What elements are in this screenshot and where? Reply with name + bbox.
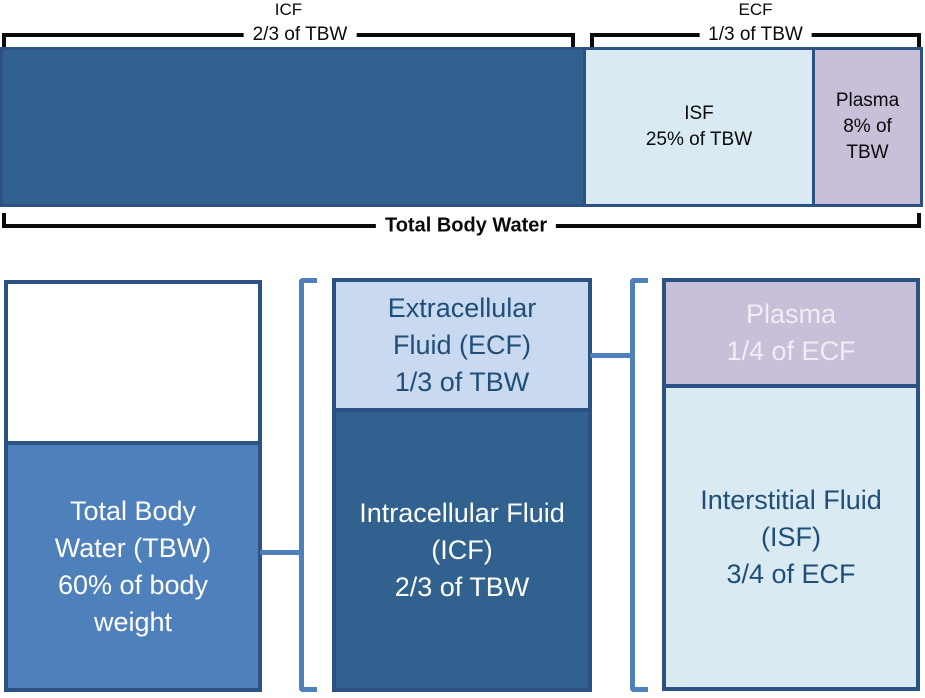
plasma-bar-segment: Plasma 8% of TBW <box>812 50 920 204</box>
icf-top-bracket: 2/3 of TBW <box>2 24 575 48</box>
ecf-box-label: Extracellular <box>387 292 537 323</box>
tbw-box: Total Body Water (TBW) 60% of body weigh… <box>4 280 262 692</box>
icf-box-label: (ICF) <box>431 534 493 565</box>
ecf-fraction-label: 1/3 of TBW <box>699 24 812 46</box>
icf-box-label: 2/3 of TBW <box>394 571 530 602</box>
plasma-box-label: 1/4 of ECF <box>726 336 856 366</box>
ecf-to-plasma-connector <box>590 353 633 358</box>
plasma-segment-value: TBW <box>846 142 889 163</box>
isf-box-label: Interstitial Fluid <box>700 485 882 515</box>
tbw-box-label: Total Body <box>69 495 197 526</box>
ecf-group-label: ECF <box>738 0 773 19</box>
ecf-box-label: Fluid (ECF) <box>392 329 531 360</box>
isf-segment-name: ISF <box>684 103 714 124</box>
tbw-box-label: weight <box>93 606 173 637</box>
ecf-section: Extracellular Fluid (ECF) 1/3 of TBW <box>336 282 588 412</box>
isf-segment-value: 25% of TBW <box>645 129 753 150</box>
icf-bar-segment <box>3 50 583 204</box>
bracket-tick <box>590 33 594 47</box>
ecf-icf-box: Extracellular Fluid (ECF) 1/3 of TBW Int… <box>332 278 592 692</box>
isf-section: Interstitial Fluid (ISF) 3/4 of ECF <box>666 388 916 687</box>
plasma-section: Plasma 1/4 of ECF <box>666 282 916 388</box>
tbw-box-label: Water (TBW) <box>54 532 212 563</box>
middle-column-bracket <box>299 278 317 692</box>
total-body-water-label: Total Body Water <box>375 214 557 238</box>
bracket-tick <box>571 33 575 47</box>
plasma-box-label: Plasma <box>745 299 837 329</box>
tbw-box-label: 60% of body <box>57 569 209 600</box>
right-column-bracket <box>630 278 648 692</box>
total-body-water-bracket: Total Body Water <box>2 213 921 241</box>
bracket-tick <box>917 33 921 47</box>
isf-box-label: (ISF) <box>761 522 821 552</box>
isf-box-label: 3/4 of ECF <box>726 559 856 589</box>
icf-section: Intracellular Fluid (ICF) 2/3 of TBW <box>336 412 588 688</box>
plasma-segment-value: 8% of <box>843 116 892 137</box>
ecf-top-bracket: 1/3 of TBW <box>590 24 921 48</box>
icf-group-label: ICF <box>274 0 303 19</box>
bracket-tick <box>2 33 6 47</box>
icf-fraction-label: 2/3 of TBW <box>243 24 357 46</box>
ecf-box-label: 1/3 of TBW <box>394 366 530 397</box>
plasma-segment-name: Plasma <box>835 90 900 111</box>
tbw-label-section: Total Body Water (TBW) 60% of body weigh… <box>8 445 258 688</box>
isf-bar-segment: ISF 25% of TBW <box>583 50 812 204</box>
tbw-empty-section <box>8 284 258 445</box>
icf-box-label: Intracellular Fluid <box>359 497 565 528</box>
plasma-isf-box: Plasma 1/4 of ECF Interstitial Fluid (IS… <box>662 278 920 691</box>
bracket-tick <box>917 213 921 228</box>
tbw-to-ecf-connector <box>260 550 302 555</box>
total-body-water-bar: ISF 25% of TBW Plasma 8% of TBW <box>0 47 923 207</box>
bracket-tick <box>2 213 6 228</box>
